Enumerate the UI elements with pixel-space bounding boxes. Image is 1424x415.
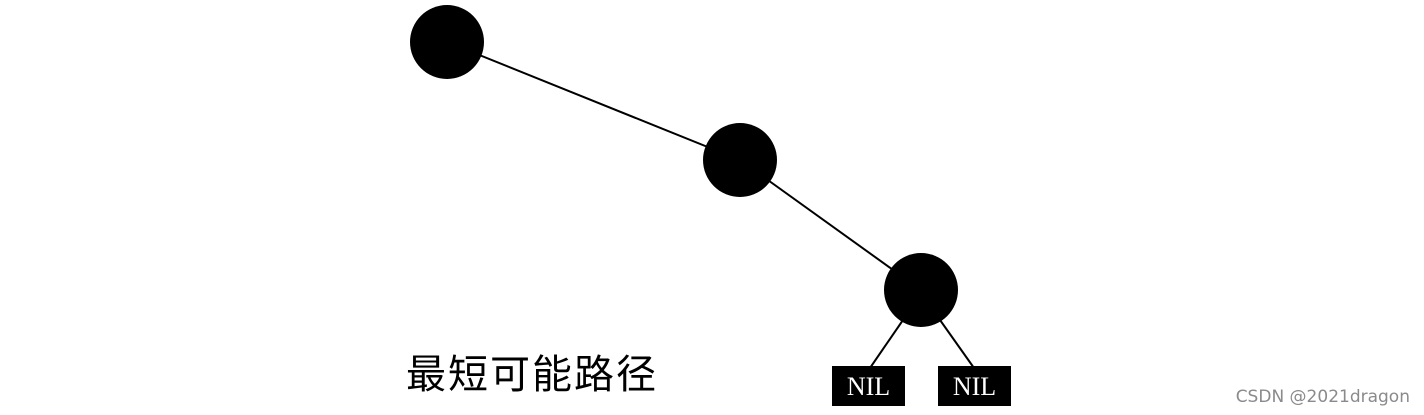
watermark: CSDN @2021dragon — [1235, 387, 1410, 407]
diagram-caption: 最短可能路径 — [406, 352, 658, 398]
tree-node-bottom — [884, 253, 958, 327]
edge-root-to-middle — [446, 41, 741, 161]
edge-bottom-to-nil-left — [869, 319, 904, 369]
edge-middle-to-bottom — [739, 159, 922, 291]
edge-bottom-to-nil-right — [939, 319, 975, 369]
nil-leaf-left-box — [832, 366, 905, 406]
nil-leaf-left-label: NIL — [847, 372, 890, 401]
nil-leaf-right-label: NIL — [953, 372, 996, 401]
tree-node-middle — [703, 123, 777, 197]
nil-leaf-left: NIL — [832, 366, 905, 406]
nil-leaf-right: NIL — [938, 366, 1011, 406]
tree-node-root — [410, 5, 484, 79]
nil-leaf-right-box — [938, 366, 1011, 406]
